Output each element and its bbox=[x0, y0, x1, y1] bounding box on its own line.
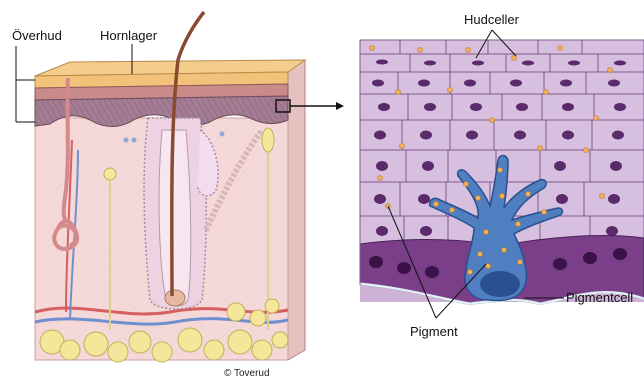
skin-block bbox=[35, 12, 344, 362]
label-pigment: Pigment bbox=[410, 324, 458, 339]
overhud-bracket bbox=[16, 46, 35, 122]
credit-text: © Toverud bbox=[224, 368, 270, 379]
melanocyte-nucleus bbox=[480, 271, 520, 297]
epidermis-inset bbox=[360, 40, 644, 311]
label-hudceller: Hudceller bbox=[464, 12, 520, 27]
label-pigmentcell: Pigmentcell bbox=[566, 290, 633, 305]
label-overhud: Överhud bbox=[12, 28, 62, 43]
label-hornlager: Hornlager bbox=[100, 28, 158, 43]
